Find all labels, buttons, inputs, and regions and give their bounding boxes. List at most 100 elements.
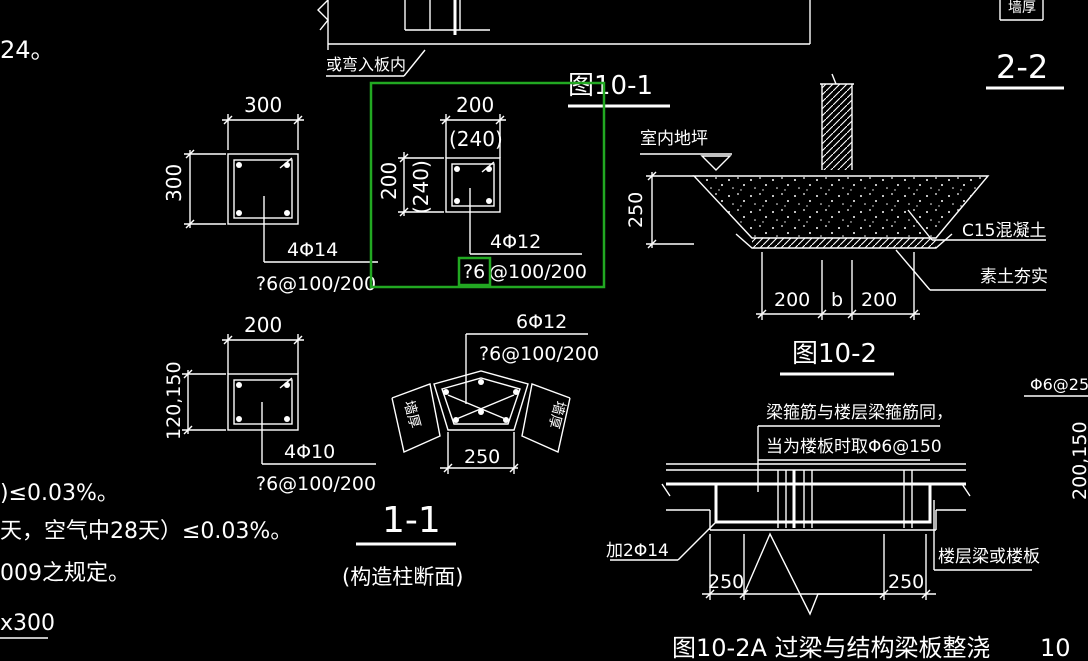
column-section-c: 200 120,150 4Φ10 ?6@100/200 — [163, 313, 376, 495]
note-line-1: 24。 — [0, 36, 55, 64]
rebar — [236, 162, 242, 168]
dim-left: 200 — [774, 289, 810, 311]
rebar — [478, 409, 484, 415]
main-bar-label: 4Φ10 — [284, 441, 335, 463]
fig-10-2a-lintel: 梁箍筋与楼层梁箍筋同， 当为楼板时取Φ6@150 加2Φ14 楼层梁或楼板 — [606, 403, 1040, 661]
tick — [817, 309, 827, 319]
tie-bar — [447, 394, 509, 421]
section-2-2-label: 2-2 — [996, 48, 1048, 86]
rebar — [236, 210, 242, 216]
floor-level-marker — [700, 155, 732, 171]
beam-label: 楼层梁或楼板 — [938, 547, 1040, 567]
tick — [909, 309, 919, 319]
highlight-box[interactable] — [457, 256, 492, 287]
rebar — [454, 166, 460, 172]
note-line-3: 天，空气中28天）≤0.03%。 — [0, 519, 292, 544]
tie-bar — [453, 394, 515, 421]
column-section-d: 墙厚 墙厚 6Φ12 ?6@100/200 250 — [391, 311, 599, 474]
tick — [399, 153, 409, 163]
section-1-1-subtitle: (构造柱断面) — [342, 565, 463, 589]
rebar — [284, 210, 290, 216]
stirrup-mark: ?6 — [463, 261, 485, 283]
depth-label: 250 — [625, 192, 647, 228]
top-detail: 或弯入板内 墙厚 2-2 — [317, 0, 1064, 90]
stirrup-hook — [279, 377, 293, 389]
dim-right: 200 — [861, 289, 897, 311]
tick — [705, 589, 715, 599]
tick — [495, 115, 505, 125]
tick — [509, 463, 519, 473]
dim-right: 250 — [888, 571, 924, 593]
rebar — [486, 198, 492, 204]
stirrup — [233, 379, 293, 425]
tick — [399, 207, 409, 217]
fig-10-2-title: 图10-2 — [792, 339, 877, 369]
tick — [441, 115, 451, 125]
column-outline — [227, 373, 299, 431]
column-section-a: 300 300 4Φ14 ?6@100/200 — [162, 93, 378, 295]
tick — [185, 219, 195, 229]
soil-hatch — [752, 238, 936, 248]
column-outline — [227, 153, 299, 225]
tick — [183, 425, 193, 435]
rebar — [236, 416, 242, 422]
right-dim-label: 200,150 — [1069, 421, 1088, 500]
tick — [223, 335, 233, 345]
stirrup — [441, 377, 521, 425]
rebar — [513, 389, 519, 395]
tick — [647, 171, 657, 181]
rebar — [284, 416, 290, 422]
embed-label: 或弯入板内 — [326, 55, 406, 74]
tick — [647, 239, 657, 249]
rebar — [503, 417, 509, 423]
wall-stub-left — [391, 383, 441, 453]
section-1-1-title: 1-1 — [382, 500, 441, 541]
note-line-2: )≤0.03%。 — [0, 481, 119, 506]
main-bar-label: 6Φ12 — [516, 311, 567, 333]
dim-height: 120,150 — [163, 361, 185, 440]
tick — [185, 149, 195, 159]
break-mark — [661, 483, 671, 497]
selection-box[interactable] — [369, 81, 606, 289]
tick — [921, 589, 931, 599]
dim-mid: b — [831, 289, 843, 311]
dim-height: 300 — [162, 164, 186, 202]
tick — [293, 335, 303, 345]
stirrup-label: ?6@100/200 — [256, 273, 376, 295]
right-edge-partials: Φ6@25 200,150 10 — [1024, 375, 1088, 661]
wall-thickness-label: 墙厚 — [1008, 0, 1036, 16]
rebar — [454, 198, 460, 204]
dim-width-alt: (240) — [449, 127, 503, 151]
right-fig-partial: 10 — [1040, 634, 1071, 661]
leader — [907, 209, 933, 241]
fig-10-2a-title: 图10-2A 过梁与结构梁板整浇 — [672, 634, 991, 661]
dim-width: 200 — [456, 93, 494, 117]
note-line-2: 当为楼板时取Φ6@150 — [766, 437, 942, 457]
column-outline — [433, 370, 529, 431]
stirrup-spacing: @100/200 — [489, 261, 587, 283]
break-line — [743, 532, 884, 616]
tick — [757, 309, 767, 319]
left-notes: 24。 )≤0.03%。 天，空气中28天）≤0.03%。 009之规定。 x3… — [0, 36, 292, 639]
rebar — [478, 379, 484, 385]
fig-10-1-title: 图10-1 — [568, 71, 653, 101]
rebar — [443, 389, 449, 395]
stirrup-label: ?6@100/200 — [479, 343, 599, 365]
tick — [847, 309, 857, 319]
note-line-1: 梁箍筋与楼层梁箍筋同， — [766, 403, 953, 423]
rebar — [236, 382, 242, 388]
dim-left: 250 — [708, 571, 744, 593]
bottom-rebar — [714, 484, 932, 524]
break-mark — [831, 73, 837, 85]
wall-stub-right — [521, 383, 571, 453]
column-section-b: 200 (240) 200 (240) 4Φ12 ?6 @100/200 — [377, 93, 587, 283]
wall-label-right: 墙厚 — [545, 399, 568, 430]
dim-label: 250 — [464, 446, 500, 468]
dim-width: 200 — [244, 313, 282, 337]
leader — [895, 249, 931, 291]
tick — [443, 463, 453, 473]
note-line-5: x300 — [0, 611, 55, 636]
break-mark — [961, 483, 971, 497]
stirrup-label: ?6@100/200 — [256, 473, 376, 495]
